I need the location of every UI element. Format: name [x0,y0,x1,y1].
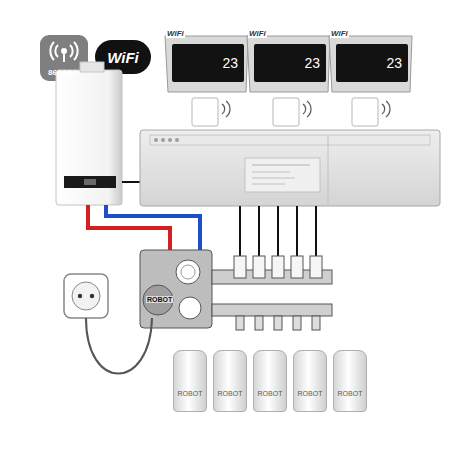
thermostat-screen: WiFi23 [254,44,326,82]
display-reading: 23 [222,56,238,70]
boiler [56,62,122,205]
actuator-head: ROBOT [213,350,247,412]
node-text: 868 MHz [48,69,80,77]
actuator-head: ROBOT [173,350,207,412]
node-text: ROBOT [298,390,323,397]
node-text: ROBOT [178,390,203,397]
wiring-centre [140,130,440,206]
bus-wire [122,181,140,183]
thermostat-bodies [165,36,412,92]
node-text: ROBOT [338,390,363,397]
actuator-head: ROBOT [253,350,287,412]
node-text: WiFi [248,30,267,38]
thermostat-screen: WiFi23 [172,44,244,82]
actuator-head: ROBOT [293,350,327,412]
node-text: ROBOT [258,390,283,397]
node-text: WiFi [107,50,139,65]
wifi-logo: WiFi [95,40,151,74]
node-text: ROBOT [218,390,243,397]
return-pipe [106,205,200,250]
actuator-wires [240,206,316,258]
node-text: WiFi [330,30,349,38]
node-text: WiFi [166,30,185,38]
receivers [192,98,390,126]
thermostat-screen: WiFi23 [336,44,408,82]
brand-label: ROBOT [146,296,173,303]
display-reading: 23 [304,56,320,70]
manifold [140,250,332,330]
flow-pipe [88,205,170,250]
radio-badge: 868 MHz [40,35,88,81]
power-socket [64,274,152,374]
actuator-head: ROBOT [333,350,367,412]
display-reading: 23 [386,56,402,70]
